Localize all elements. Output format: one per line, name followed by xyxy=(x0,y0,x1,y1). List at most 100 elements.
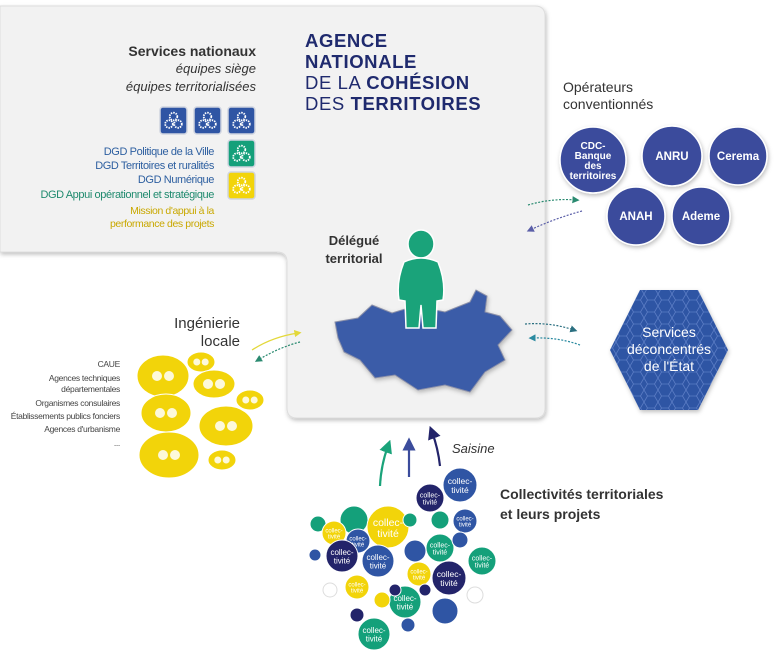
arrow-to-operateurs xyxy=(527,196,580,206)
collectivite-dot xyxy=(388,583,402,597)
collectivite-label: collec- xyxy=(430,542,451,549)
collectivite-label: collec- xyxy=(472,555,493,562)
collectivite-label: tivité xyxy=(366,635,383,644)
collectivite-dot xyxy=(430,510,450,530)
ingenierie-item: CAUE xyxy=(98,359,121,369)
collectivite-label: collec- xyxy=(330,548,353,557)
collectivite-label: tivité xyxy=(451,485,469,495)
collectivite-label: tivité xyxy=(397,603,414,612)
collectivite-bubble: collec-tivité xyxy=(325,539,359,573)
collectivite-bubble: collec-tivité xyxy=(425,533,455,563)
collectivite-bubble: collec-tivité xyxy=(357,617,391,651)
collectivite-label: collec- xyxy=(366,553,389,562)
arrow-to-agency xyxy=(251,329,302,351)
collectivite-dot xyxy=(466,586,484,604)
person-icon xyxy=(397,229,445,329)
services-deconcentres-hexagon xyxy=(610,290,728,410)
ingenierie-item: Agences techniques xyxy=(49,373,120,383)
operateur-label: Banque xyxy=(575,151,612,162)
ingenierie-item: Agences d'urbanisme xyxy=(44,424,120,434)
dgd-numerique: DGD Numérique xyxy=(138,174,214,186)
agency-line1: AGENCE xyxy=(305,30,388,51)
operateur-label: territoires xyxy=(570,171,617,182)
collectivite-bubble: collec-tivité xyxy=(344,574,370,600)
operateur-label: Cerema xyxy=(717,151,760,163)
operateurs-title1: Opérateurs xyxy=(563,79,633,95)
collectivite-dot xyxy=(373,591,391,609)
collectivite-label: collec- xyxy=(456,516,473,522)
operateur-ademe: Ademe xyxy=(671,186,731,246)
delegue-label1: Délégué xyxy=(329,233,380,248)
collectivite-bubble: collec-tivité xyxy=(442,467,478,503)
ingenierie-blob xyxy=(136,354,190,398)
agency-line4: DES TERRITOIRES xyxy=(305,93,481,114)
collectivite-dot xyxy=(418,583,432,597)
saisine-label: Saisine xyxy=(452,441,495,456)
collectivite-dot xyxy=(403,539,427,563)
collectivite-bubble: collec-tivité xyxy=(415,483,445,513)
team-icon xyxy=(227,139,256,168)
collectivite-label: tivité xyxy=(413,576,426,582)
mission-line1: Mission d'appui à la xyxy=(130,205,214,217)
collectivite-label: collec- xyxy=(325,528,342,534)
collectivite-label: tivité xyxy=(351,589,364,595)
arrow-from-operateurs xyxy=(526,210,583,232)
collectivite-label: collec- xyxy=(448,476,473,486)
collectivite-dot xyxy=(308,548,322,562)
ingenierie-blob xyxy=(198,405,254,447)
collectivite-bubble: collec-tivité xyxy=(406,561,432,587)
services-nationaux-title: Services nationaux xyxy=(128,43,256,59)
arrow-saisine-dark xyxy=(428,425,442,467)
agency-line3: DE LA COHÉSION xyxy=(305,72,470,93)
collectivite-bubble: collec-tivité xyxy=(361,544,395,578)
operateurs-title2: conventionnés xyxy=(563,96,653,112)
collectivite-bubble: collec-tivité xyxy=(431,560,467,596)
services-nationaux: Services nationaux équipes siège équipes… xyxy=(40,43,256,230)
team-icon xyxy=(159,106,188,135)
collectivite-bubble: collec-tivité xyxy=(467,546,497,576)
collectivite-label: collec- xyxy=(410,569,427,575)
dgd-appui: DGD Appui opérationnel et stratégique xyxy=(40,189,214,201)
operateur-cerema: Cerema xyxy=(708,126,768,186)
team-icon xyxy=(227,106,256,135)
arrow-to-services xyxy=(524,323,578,333)
collectivite-label: collec- xyxy=(437,569,462,579)
dgd-politique-ville: DGD Politique de la Ville xyxy=(104,146,215,158)
collectivite-dot xyxy=(431,597,459,625)
services-deconcentres-line1: Services xyxy=(642,324,696,340)
arrow-from-services xyxy=(528,334,581,346)
collectivite-label: collec- xyxy=(373,517,404,529)
collectivite-dot xyxy=(402,512,418,528)
arrow-saisine-green xyxy=(378,439,392,487)
equipes-territorialisees: équipes territorialisées xyxy=(126,79,257,94)
collectivite-label: tivité xyxy=(459,523,472,529)
mission-line2: performance des projets xyxy=(110,218,214,230)
collectivite-label: collec- xyxy=(362,626,385,635)
collectivite-label: tivité xyxy=(475,563,490,570)
collectivite-label: collec- xyxy=(348,582,365,588)
operateur-label: CDC- xyxy=(581,141,606,152)
collectivite-label: tivité xyxy=(328,535,341,541)
collectivite-label: tivité xyxy=(423,500,438,507)
ingenierie-title1: Ingénierie xyxy=(174,315,240,332)
equipes-siege: équipes siège xyxy=(176,61,256,76)
collectivite-bubble: collec-tivité xyxy=(366,505,410,549)
ingenierie-item: Organismes consulaires xyxy=(35,398,120,408)
ingenierie-item: départementales xyxy=(61,384,120,394)
collectivite-label: collec- xyxy=(420,492,441,499)
operateur-anah: ANAH xyxy=(606,186,666,246)
dgd-territoires-ruralites: DGD Territoires et ruralités xyxy=(95,160,215,172)
collectivite-dot xyxy=(400,617,416,633)
collectivite-label: tivité xyxy=(433,550,448,557)
collectivite-label: tivité xyxy=(334,557,351,566)
collectivites-title1: Collectivités territoriales xyxy=(500,486,664,502)
collectivite-dot xyxy=(451,531,469,549)
team-icon xyxy=(227,171,256,200)
delegue-label2: territorial xyxy=(325,251,382,266)
collectivite-label: tivité xyxy=(377,528,399,540)
ingenierie-blob xyxy=(140,393,192,433)
services-deconcentres-line3: de l'État xyxy=(644,358,694,374)
collectivite-label: tivité xyxy=(352,543,365,549)
agency-logo: AGENCE NATIONALE DE LA COHÉSION DES TERR… xyxy=(305,30,481,114)
